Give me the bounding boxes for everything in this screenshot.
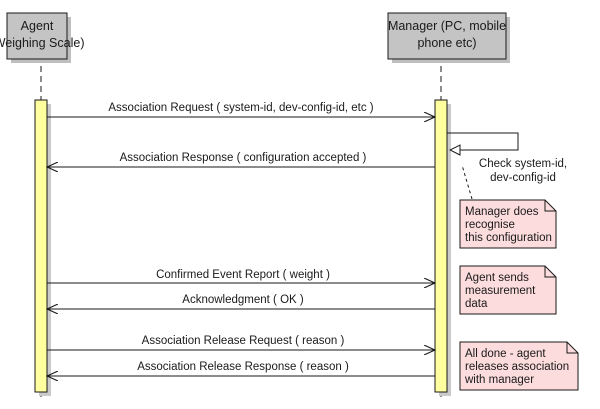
self-message-check-config: Check system-id, dev-config-id [447, 132, 567, 184]
self-message-label-line-2: dev-config-id [490, 172, 556, 184]
message-label: Confirmed Event Report ( weight ) [156, 269, 330, 281]
message-acknowledgment: Acknowledgment ( OK ) [47, 294, 435, 309]
participant-agent: Agent (Weighing Scale) [0, 12, 84, 63]
self-message-label-line-1: Check system-id, [479, 158, 567, 170]
note-line: data [465, 298, 488, 310]
manager-label-line-1: Manager (PC, mobile [388, 19, 506, 33]
note-line: recognise [465, 219, 515, 231]
note-agent-sends-data: Agent sends measurement data [459, 265, 557, 315]
agent-label-line-2: (Weighing Scale) [0, 36, 84, 50]
agent-activation [34, 99, 51, 396]
note-recognise-configuration: Manager does recognise this configuratio… [459, 199, 557, 249]
message-confirmed-event-report: Confirmed Event Report ( weight ) [47, 269, 435, 283]
note-connector [461, 164, 473, 200]
participant-manager: Manager (PC, mobile phone etc) [387, 12, 510, 63]
note-all-done: All done - agent releases association wi… [459, 341, 579, 391]
note-line: this configuration [465, 232, 552, 244]
message-association-release-response: Association Release Response ( reason ) [47, 361, 435, 376]
note-line: Manager does [465, 206, 539, 218]
message-association-release-request: Association Release Request ( reason ) [47, 335, 435, 350]
agent-label-line-1: Agent [21, 19, 54, 33]
manager-activation [434, 99, 451, 396]
note-line: with manager [464, 374, 534, 386]
note-line: Agent sends [465, 272, 529, 284]
message-label: Association Request ( system-id, dev-con… [108, 102, 373, 114]
note-line: measurement [465, 285, 536, 297]
message-label: Association Release Request ( reason ) [142, 335, 345, 347]
note-line: releases association [465, 361, 569, 373]
message-association-request: Association Request ( system-id, dev-con… [47, 102, 435, 117]
message-label: Association Release Response ( reason ) [137, 361, 349, 373]
message-label: Association Response ( configuration acc… [120, 152, 367, 164]
message-association-response: Association Response ( configuration acc… [47, 152, 435, 167]
note-line: All done - agent [465, 348, 546, 360]
manager-label-line-2: phone etc) [417, 36, 476, 50]
message-label: Acknowledgment ( OK ) [182, 294, 304, 306]
